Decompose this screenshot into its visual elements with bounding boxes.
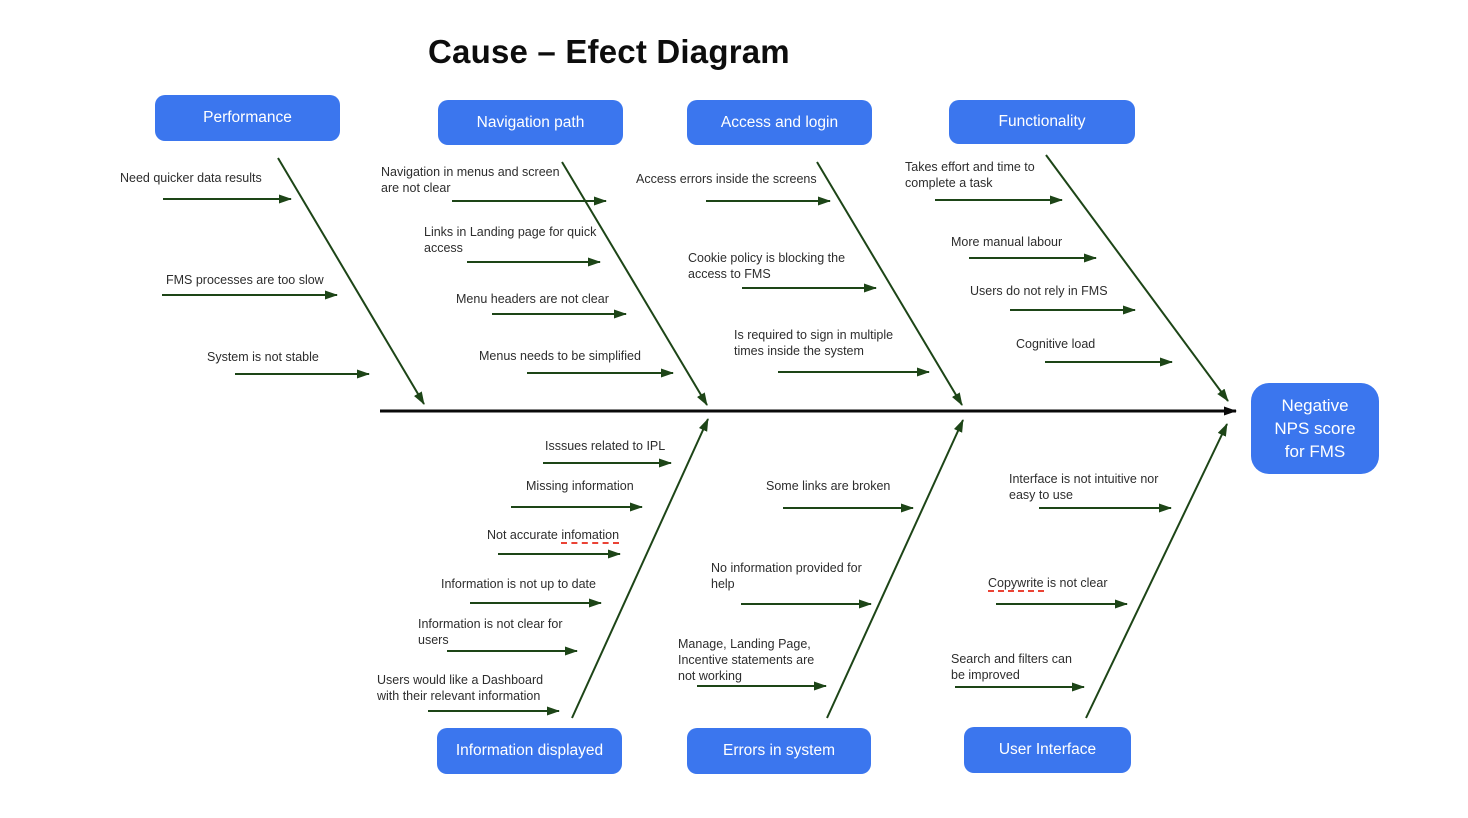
cause-label: Interface is not intuitive nor easy to u…: [1009, 472, 1159, 502]
cause-text-segment: is not clear: [1043, 576, 1108, 590]
cause-label: Users do not rely in FMS: [970, 284, 1108, 298]
cause-label: No information provided for help: [711, 561, 862, 591]
cause-label-with-spellcheck: Not accurate infomation: [487, 527, 620, 544]
bone-user-interface: [1085, 423, 1228, 719]
cause-text-segment: Not accurate: [487, 528, 562, 542]
cause-label: Is required to sign in multiple times in…: [734, 328, 894, 358]
cause-label: Information is not up to date: [441, 577, 596, 591]
cause-label: Cognitive load: [1016, 337, 1096, 351]
cause-label: Users would like a Dashboard with their …: [377, 673, 544, 703]
misspelled-word: infomation: [561, 528, 620, 544]
bone-functionality: [1045, 154, 1229, 402]
cause-label: Links in Landing page for quick access: [424, 225, 597, 255]
cause-label: Manage, Landing Page, Incentive statemen…: [678, 637, 815, 683]
cause-label: Search and filters can be improved: [951, 652, 1072, 682]
bone-navigation-path: [561, 161, 708, 406]
cause-label-with-spellcheck: Copywrite is not clear: [988, 575, 1108, 592]
cause-label: Menu headers are not clear: [456, 292, 609, 306]
cause-label: Isssues related to IPL: [545, 439, 666, 453]
cause-label: Cookie policy is blocking the access to …: [688, 251, 846, 281]
misspelled-word: Copywrite: [988, 576, 1044, 592]
category-box-functionality: Functionality: [949, 100, 1135, 144]
category-box-navigation-path: Navigation path: [438, 100, 623, 145]
cause-label: FMS processes are too slow: [166, 273, 324, 287]
cause-label: Menus needs to be simplified: [479, 349, 641, 363]
cause-label: More manual labour: [951, 235, 1063, 249]
cause-label: Some links are broken: [766, 479, 891, 493]
effect-box-negative-nps: Negative NPS score for FMS: [1251, 383, 1379, 474]
cause-label: Information is not clear for users: [418, 617, 563, 647]
category-box-performance: Performance: [155, 95, 340, 141]
diagram-title: Cause – Efect Diagram: [428, 33, 790, 70]
category-box-access-and-login: Access and login: [687, 100, 872, 145]
category-box-errors-in-system: Errors in system: [687, 728, 871, 774]
cause-label: Need quicker data results: [120, 171, 262, 185]
category-box-information-displayed: Information displayed: [437, 728, 622, 774]
cause-label: Missing information: [526, 479, 634, 493]
cause-label: System is not stable: [207, 350, 319, 364]
cause-label: Takes effort and time to complete a task: [905, 160, 1035, 190]
cause-label: Navigation in menus and screen are not c…: [381, 165, 560, 195]
cause-label: Access errors inside the screens: [636, 172, 817, 186]
category-box-user-interface: User Interface: [964, 727, 1131, 773]
bone-access-and-login: [816, 161, 963, 406]
